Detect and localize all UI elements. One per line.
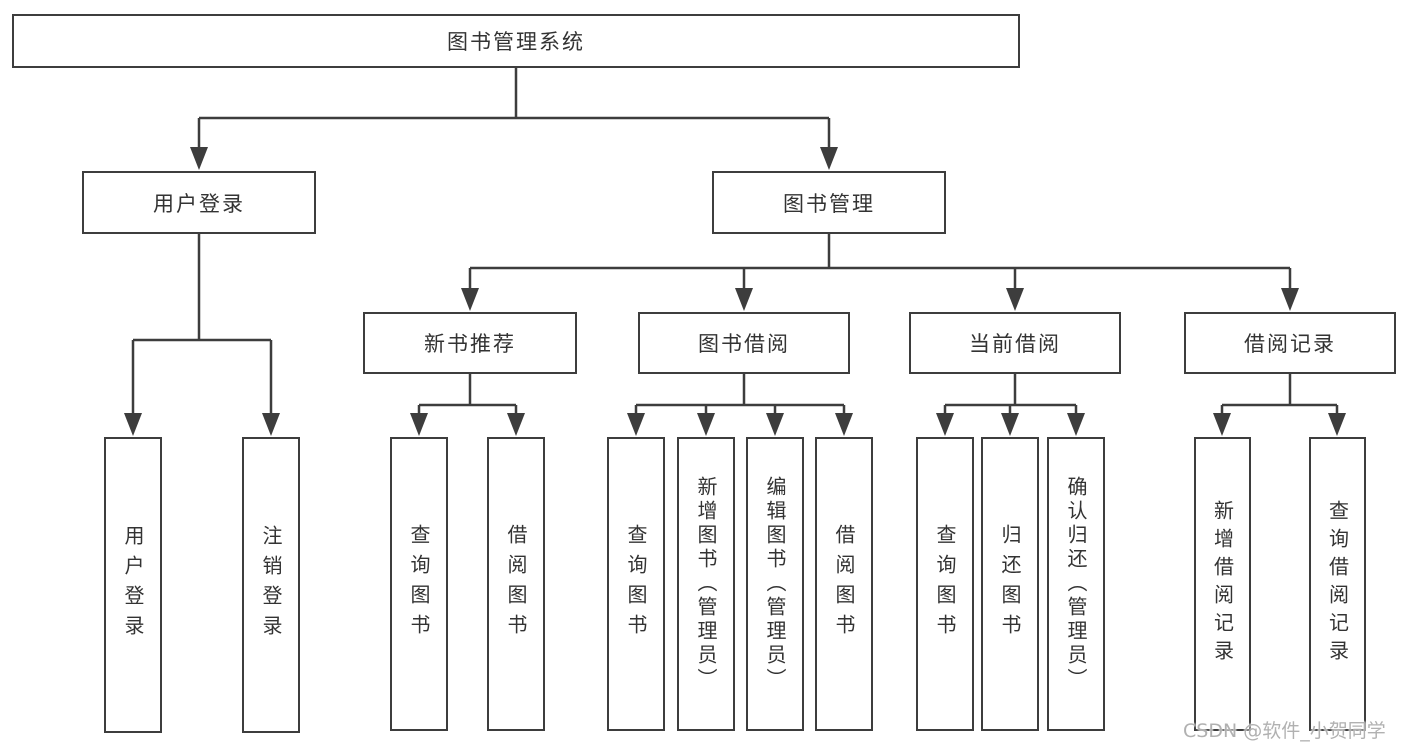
leaf-query-books-borrow-label: 查询图书 — [624, 524, 648, 644]
node-book-borrow-label: 图书借阅 — [698, 332, 790, 356]
leaf-edit-books-admin: 编辑图书（管理员） — [746, 437, 804, 731]
connector-borrow-to-leaves — [634, 374, 846, 416]
node-current-borrow: 当前借阅 — [909, 312, 1121, 374]
connector-bookmgmt-to-level3 — [468, 234, 1292, 292]
node-borrow-records-label: 借阅记录 — [1244, 332, 1336, 356]
arrowheads — [124, 147, 1346, 436]
leaf-confirm-return-admin: 确认归还（管理员） — [1047, 437, 1105, 731]
leaf-edit-books-admin-label: 编辑图书（管理员） — [763, 476, 787, 692]
node-root: 图书管理系统 — [12, 14, 1020, 68]
leaf-borrow-books-recommend: 借阅图书 — [487, 437, 545, 731]
leaf-borrow-books-recommend-label: 借阅图书 — [504, 524, 528, 644]
leaf-query-borrow-record: 查询借阅记录 — [1309, 437, 1366, 731]
leaf-add-borrow-record-label: 新增借阅记录 — [1210, 500, 1235, 668]
node-book-management: 图书管理 — [712, 171, 946, 234]
leaf-query-books-recommend: 查询图书 — [390, 437, 448, 731]
leaf-user-login: 用户登录 — [104, 437, 162, 733]
leaf-logout-login-label: 注销登录 — [259, 525, 283, 645]
leaf-add-books-admin: 新增图书（管理员） — [677, 437, 735, 731]
connector-root-to-level2 — [197, 68, 831, 150]
node-book-management-label: 图书管理 — [783, 191, 875, 216]
leaf-logout-login: 注销登录 — [242, 437, 300, 733]
node-user-login-label: 用户登录 — [153, 191, 245, 216]
leaf-borrow-books-label: 借阅图书 — [832, 524, 856, 644]
leaf-return-books: 归还图书 — [981, 437, 1039, 731]
leaf-query-books-borrow: 查询图书 — [607, 437, 665, 731]
node-current-borrow-label: 当前借阅 — [969, 332, 1061, 356]
leaf-query-books-current: 查询图书 — [916, 437, 974, 731]
connector-current-to-leaves — [943, 374, 1078, 416]
leaf-borrow-books: 借阅图书 — [815, 437, 873, 731]
node-book-borrow: 图书借阅 — [638, 312, 850, 374]
leaf-add-borrow-record: 新增借阅记录 — [1194, 437, 1251, 731]
node-user-login: 用户登录 — [82, 171, 316, 234]
leaf-add-books-admin-label: 新增图书（管理员） — [694, 476, 718, 692]
leaf-query-books-current-label: 查询图书 — [933, 524, 957, 644]
leaf-confirm-return-admin-label: 确认归还（管理员） — [1064, 476, 1088, 692]
connector-records-to-leaves — [1220, 374, 1339, 416]
node-borrow-records: 借阅记录 — [1184, 312, 1396, 374]
node-new-book-recommend-label: 新书推荐 — [424, 332, 516, 356]
node-root-label: 图书管理系统 — [447, 30, 585, 54]
connector-recommend-to-leaves — [417, 374, 518, 416]
leaf-return-books-label: 归还图书 — [998, 524, 1022, 644]
connector-userlogin-to-leaves — [131, 234, 273, 416]
leaf-user-login-label: 用户登录 — [121, 525, 145, 645]
node-new-book-recommend: 新书推荐 — [363, 312, 577, 374]
csdn-watermark: CSDN @软件_小贺同学 — [1183, 720, 1386, 742]
leaf-query-books-recommend-label: 查询图书 — [407, 524, 431, 644]
leaf-query-borrow-record-label: 查询借阅记录 — [1325, 500, 1350, 668]
